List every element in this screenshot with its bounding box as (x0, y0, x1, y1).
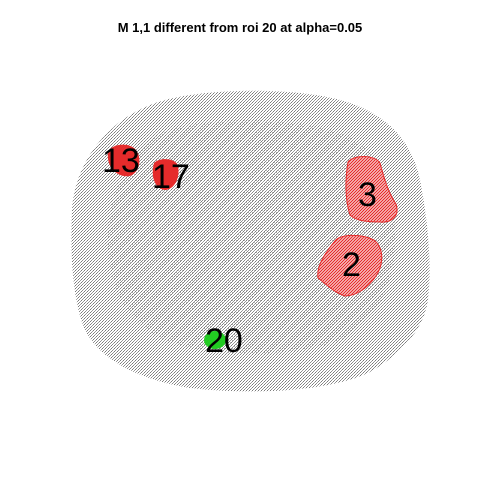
roi-2-region (317, 234, 383, 297)
roi-20-label: 20 (205, 322, 243, 360)
roi-3-label: 3 (358, 176, 377, 214)
roi-2-label: 2 (342, 246, 361, 284)
brain-inner-contour (108, 120, 395, 354)
roi-3-region (345, 156, 398, 223)
roi-20-region (204, 331, 226, 349)
roi-13-region (107, 144, 140, 177)
roi-17-region (152, 159, 179, 190)
brain-lower-band (148, 345, 352, 375)
plot-title: M 1,1 different from roi 20 at alpha=0.0… (117, 20, 363, 35)
roi-13-label: 13 (102, 142, 140, 180)
roi-17-label: 17 (152, 158, 190, 196)
